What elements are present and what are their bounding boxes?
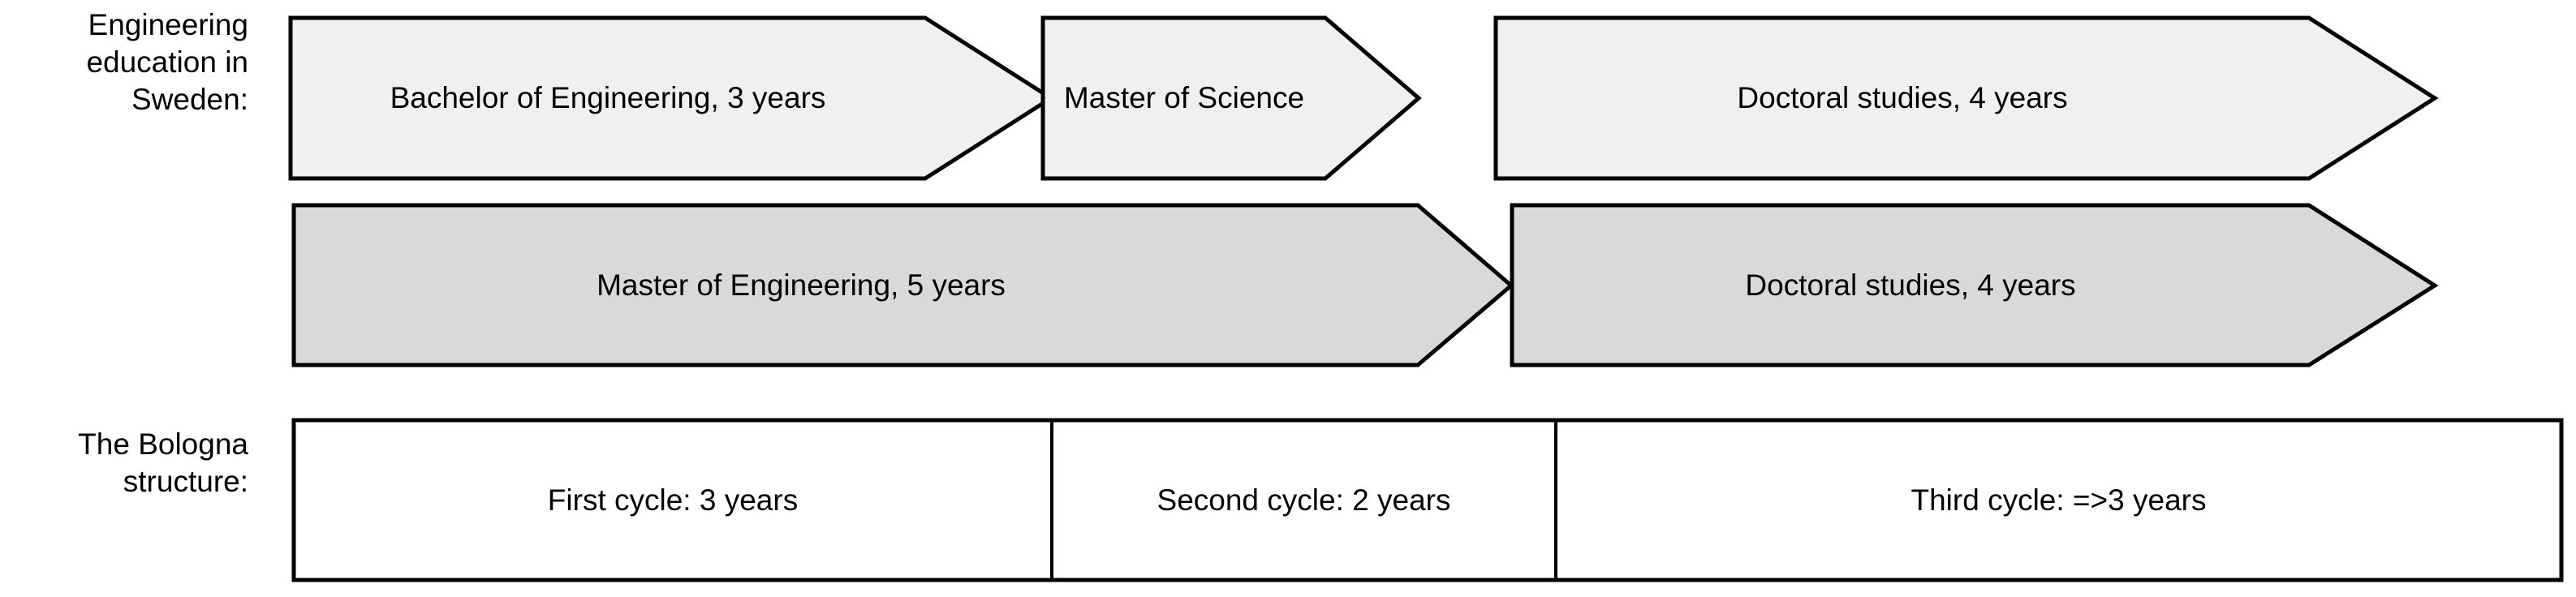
shape-master-of-science[interactable] xyxy=(1040,15,1422,181)
shape-bologna-table xyxy=(291,418,2564,582)
shape-doctoral-studies-row1[interactable] xyxy=(1493,15,2439,181)
row-label-bologna-structure: The Bologna structure: xyxy=(78,427,248,498)
row-label-engineering-education-sweden: Engineering education in Sweden: xyxy=(86,8,248,116)
shape-bachelor-of-engineering[interactable] xyxy=(288,15,1055,181)
shape-doctoral-studies-row2[interactable] xyxy=(1510,203,2439,367)
shape-master-of-engineering[interactable] xyxy=(291,203,1514,367)
